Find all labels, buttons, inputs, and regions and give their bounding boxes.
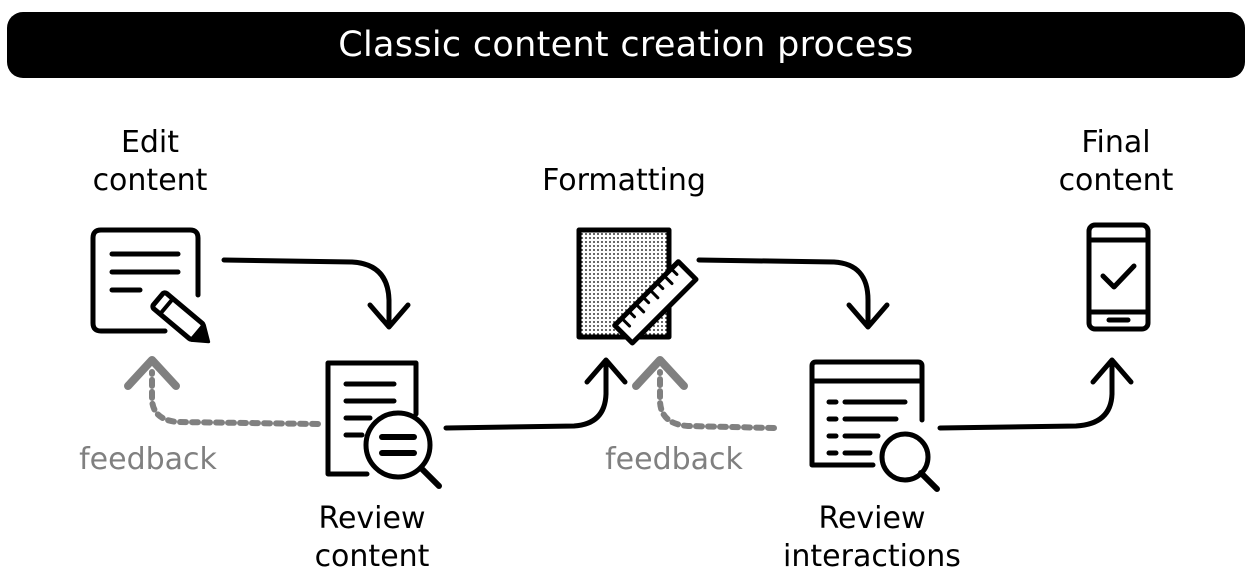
- arrow-formatting-to-review-interactions: [696, 257, 890, 330]
- step-label-review-content: Review content: [314, 501, 430, 574]
- arrow-review-content-to-formatting: [443, 357, 628, 431]
- feedback-label-2: feedback: [605, 442, 743, 477]
- arrow-edit-to-review-content: [221, 257, 411, 330]
- feedback-arrow-2: [632, 356, 777, 431]
- review-window-icon: [809, 359, 940, 492]
- review-document-icon: [325, 360, 442, 489]
- step-label-review-interactions: Review interactions: [783, 501, 961, 574]
- formatting-ruler-icon: [576, 227, 699, 346]
- step-label-final-content: Final content: [1058, 125, 1174, 198]
- step-label-formatting: Formatting: [542, 163, 706, 198]
- edit-document-icon: [90, 227, 211, 344]
- diagram-title: Classic content creation process: [338, 25, 914, 65]
- arrow-review-interactions-to-final: [937, 357, 1134, 431]
- feedback-label-1: feedback: [79, 442, 217, 477]
- feedback-arrow-1: [124, 356, 321, 427]
- title-bar: Classic content creation process: [7, 12, 1245, 78]
- smartphone-check-icon: [1086, 222, 1151, 332]
- step-label-edit-content: Edit content: [92, 125, 208, 198]
